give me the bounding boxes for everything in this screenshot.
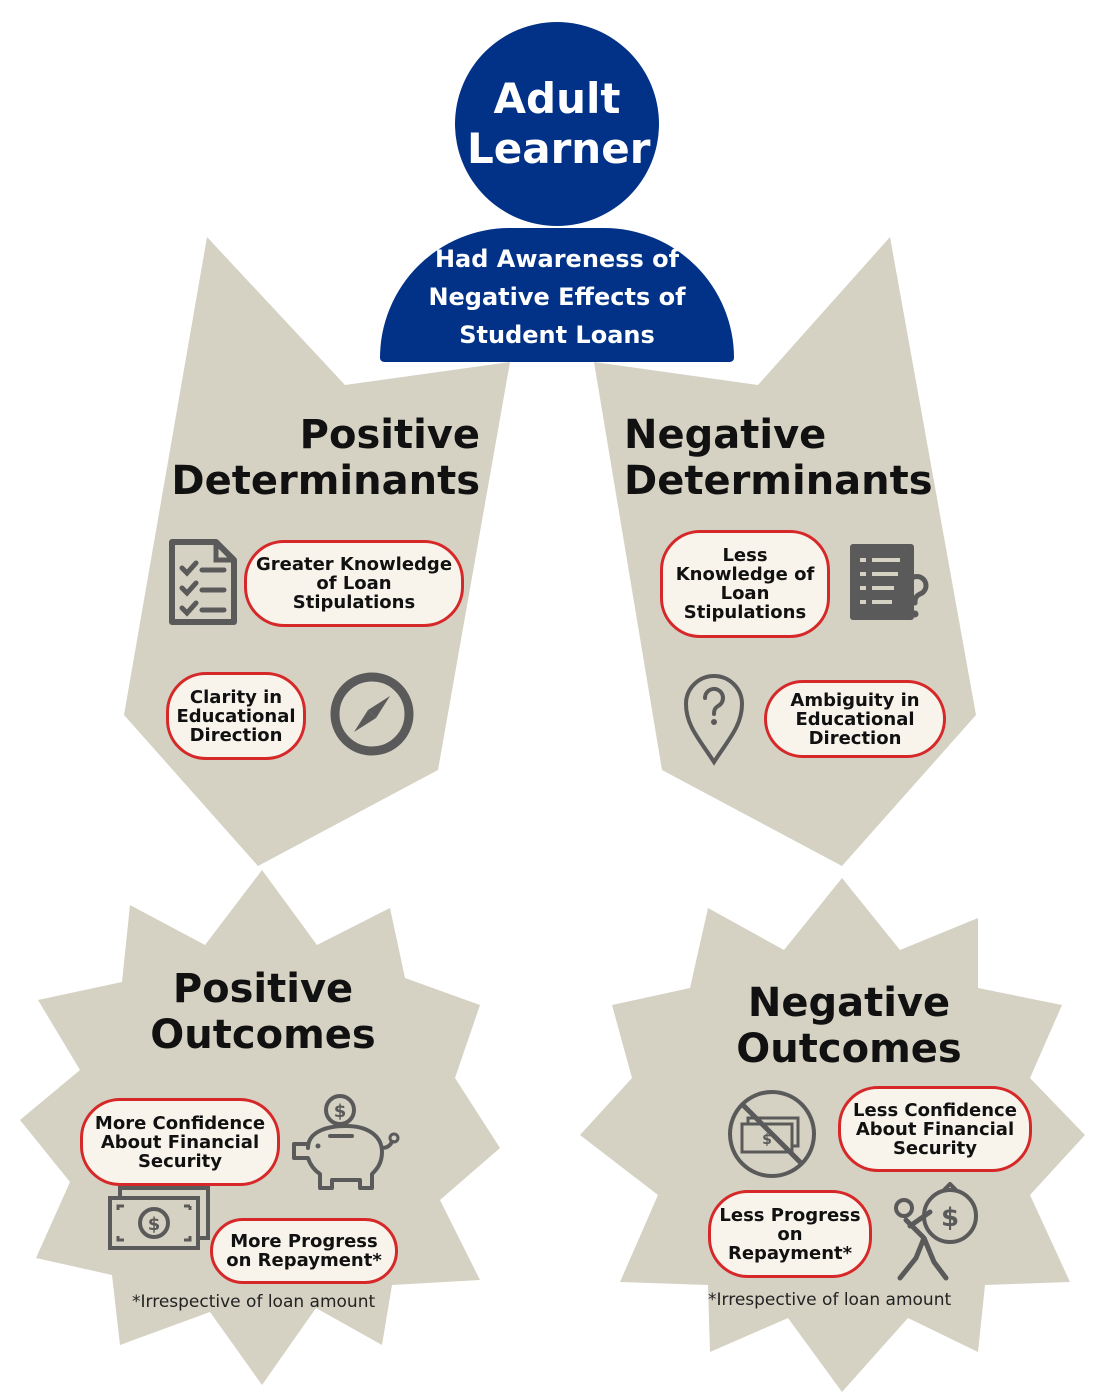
less-knowledge-pill: Less Knowledge of Loan Stipulations	[660, 530, 830, 638]
less-progress-label: Less Progress on Repayment*	[719, 1204, 861, 1264]
svg-text:$: $	[762, 1132, 772, 1148]
less-confidence-pill: Less Confidence About Financial Security	[838, 1086, 1032, 1172]
adult-learner-title: Adult Learner	[467, 74, 651, 173]
piggy-bank-icon: $	[292, 1094, 400, 1190]
positive-determinants-title: Positive Determinants	[171, 412, 480, 504]
more-confidence-label: More Confidence About Financial Security	[94, 1112, 266, 1172]
cash-icon: $	[108, 1186, 210, 1250]
greater-knowledge-label: Greater Knowledge of Loan Stipulations	[255, 554, 453, 613]
ambiguity-label: Ambiguity in Educational Direction	[790, 689, 920, 749]
no-money-icon: $	[728, 1090, 816, 1178]
checklist-icon	[169, 539, 237, 625]
debt-burden-icon: $	[894, 1182, 978, 1281]
adult-learner-head: Adult Learner	[455, 22, 659, 226]
negative-determinants-title: Negative Determinants	[624, 412, 933, 504]
less-progress-pill: Less Progress on Repayment*	[708, 1190, 872, 1278]
ambiguity-pill: Ambiguity in Educational Direction	[764, 680, 946, 758]
svg-text:$: $	[334, 1101, 347, 1122]
awareness-label: Had Awareness of Negative Effects of Stu…	[428, 245, 686, 349]
less-confidence-label: Less Confidence About Financial Security	[853, 1099, 1017, 1159]
more-confidence-pill: More Confidence About Financial Security	[80, 1098, 280, 1186]
negative-outcomes-star	[580, 878, 1085, 1392]
negative-outcomes-title: Negative Outcomes	[736, 980, 962, 1072]
awareness-body: Had Awareness of Negative Effects of Stu…	[380, 228, 734, 362]
clarity-pill: Clarity in Educational Direction	[166, 672, 306, 760]
svg-text:$: $	[148, 1214, 161, 1235]
negative-outcomes-note: *Irrespective of loan amount	[708, 1290, 952, 1310]
clarity-label: Clarity in Educational Direction	[176, 686, 296, 746]
more-progress-label: More Progress on Repayment*	[226, 1231, 382, 1271]
svg-text:$: $	[941, 1203, 959, 1233]
less-knowledge-label: Less Knowledge of Loan Stipulations	[675, 545, 815, 623]
positive-outcomes-note: *Irrespective of loan amount	[132, 1292, 376, 1312]
greater-knowledge-pill: Greater Knowledge of Loan Stipulations	[244, 540, 464, 627]
location-question-icon	[683, 674, 745, 766]
compass-icon	[330, 672, 414, 756]
more-progress-pill: More Progress on Repayment*	[210, 1218, 398, 1284]
positive-outcomes-title: Positive Outcomes	[150, 966, 376, 1058]
document-question-icon	[850, 544, 929, 620]
